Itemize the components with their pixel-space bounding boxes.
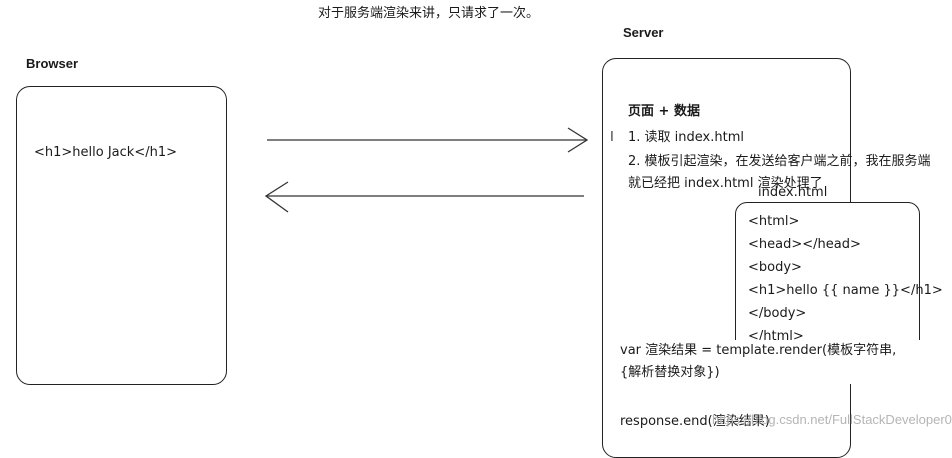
template-line: <h1>hello {{ name }}</h1> — [748, 283, 943, 298]
watermark: https://blog.csdn.net/FullStackDeveloper… — [712, 412, 952, 427]
template-line: <body> — [748, 260, 802, 275]
template-line: <head></head> — [748, 237, 861, 252]
browser-label: Browser — [26, 56, 79, 71]
render-line-2: {解析替换对象}) — [620, 365, 720, 380]
top-note: 对于服务端渲染来讲，只请求了一次。 — [318, 6, 540, 21]
browser-box — [16, 86, 227, 385]
template-code: <html> <head></head> <body> <h1>hello {{… — [748, 210, 943, 344]
render-line-1: var 渲染结果 = template.render(模板字符串, — [620, 343, 897, 358]
template-title: index.html — [758, 185, 828, 200]
render-code: var 渲染结果 = template.render(模板字符串, {解析替换对… — [620, 340, 920, 384]
request-arrow — [267, 127, 589, 153]
response-line: response.end(渲染结果) — [620, 414, 770, 429]
text-cursor-icon: I — [610, 130, 614, 145]
browser-rendered-html: <h1>hello Jack</h1> — [34, 145, 177, 160]
template-line: <html> — [748, 214, 800, 229]
response-arrow — [264, 181, 584, 213]
server-label: Server — [623, 25, 664, 40]
server-step-2-line-1: 2. 模板引起渲染，在发送给客户端之前，我在服务端 — [628, 154, 931, 169]
server-step-1: 1. 读取 index.html — [628, 130, 744, 145]
server-heading: 页面 + 数据 — [628, 104, 700, 119]
template-line: </body> — [748, 306, 807, 321]
server-step-2-line-2: 就已经把 index.html 渲染处理了 — [628, 176, 823, 191]
